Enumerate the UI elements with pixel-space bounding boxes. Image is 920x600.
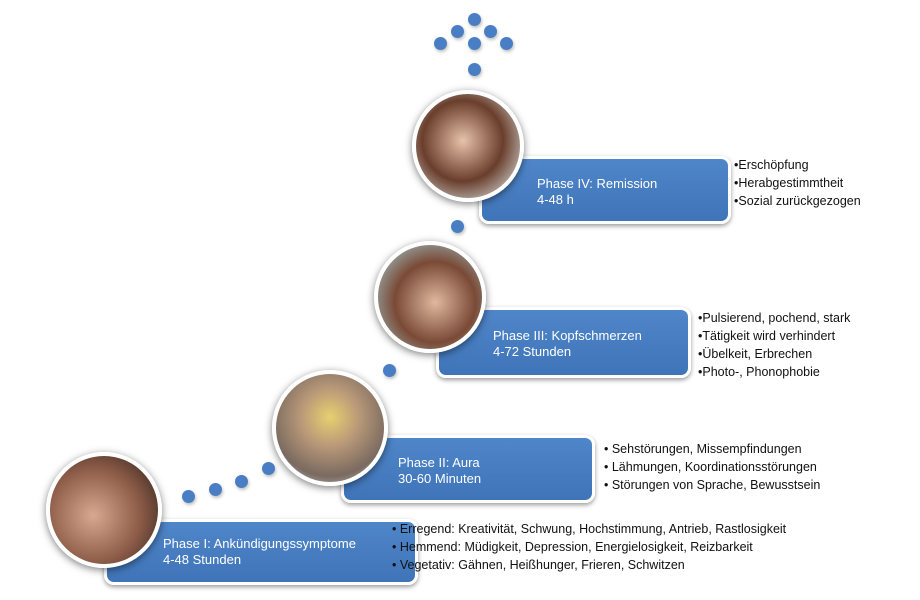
phase-2-duration: 30-60 Minuten: [398, 471, 482, 486]
symptom: • Lähmungen, Koordinationsstörungen: [604, 460, 817, 474]
symptom: •Sozial zurückgezogen: [734, 194, 861, 208]
symptom: •Tätigkeit wird verhindert: [698, 329, 836, 343]
connector-dot: [182, 490, 195, 503]
phase-3-photo: [374, 241, 486, 353]
arrow-dot: [468, 63, 481, 76]
phase-4-title: Phase IV: Remission: [537, 176, 658, 191]
phase-3-duration: 4-72 Stunden: [493, 344, 572, 359]
symptom: • Vegetativ: Gähnen, Heißhunger, Frieren…: [392, 558, 685, 572]
connector-dot: [235, 475, 248, 488]
arrow-dot: [500, 37, 513, 50]
symptom: •Photo-, Phonophobie: [698, 365, 820, 379]
phase-3-symptoms: •Pulsierend, pochend, stark •Tätigkeit w…: [698, 309, 850, 381]
connector-dot: [383, 364, 396, 377]
symptom: •Pulsierend, pochend, stark: [698, 311, 851, 325]
phase-1-duration: 4-48 Stunden: [163, 552, 242, 567]
symptom: • Sehstörungen, Missempfindungen: [604, 442, 802, 456]
symptom: •Herabgestimmtheit: [734, 176, 844, 190]
arrow-dot: [468, 37, 481, 50]
phase-4-photo: [412, 90, 524, 202]
phase-4-duration: 4-48 h: [537, 192, 574, 207]
symptom: • Erregend: Kreativität, Schwung, Hochst…: [392, 522, 787, 536]
symptom: • Störungen von Sprache, Bewusstsein: [604, 478, 821, 492]
connector-dot: [209, 483, 222, 496]
phase-2-photo: [272, 370, 388, 486]
phase-1-photo: [46, 452, 162, 568]
symptom: •Erschöpfung: [734, 158, 809, 172]
symptom: • Hemmend: Müdigkeit, Depression, Energi…: [392, 540, 753, 554]
symptom: •Übelkeit, Erbrechen: [698, 347, 813, 361]
arrow-dot: [451, 25, 464, 38]
arrow-dot: [484, 25, 497, 38]
arrow-dot: [468, 13, 481, 26]
connector-dot: [262, 462, 275, 475]
phase-4-symptoms: •Erschöpfung •Herabgestimmtheit •Sozial …: [734, 156, 861, 210]
connector-dot: [451, 220, 464, 233]
phase-2-symptoms: • Sehstörungen, Missempfindungen • Lähmu…: [604, 440, 820, 494]
phase-1-title: Phase I: Ankündigungssymptome: [163, 536, 356, 551]
phase-3-title: Phase III: Kopfschmerzen: [493, 328, 642, 343]
phase-2-title: Phase II: Aura: [398, 455, 480, 470]
arrow-dot: [434, 37, 447, 50]
phase-1-symptoms: • Erregend: Kreativität, Schwung, Hochst…: [392, 520, 786, 574]
